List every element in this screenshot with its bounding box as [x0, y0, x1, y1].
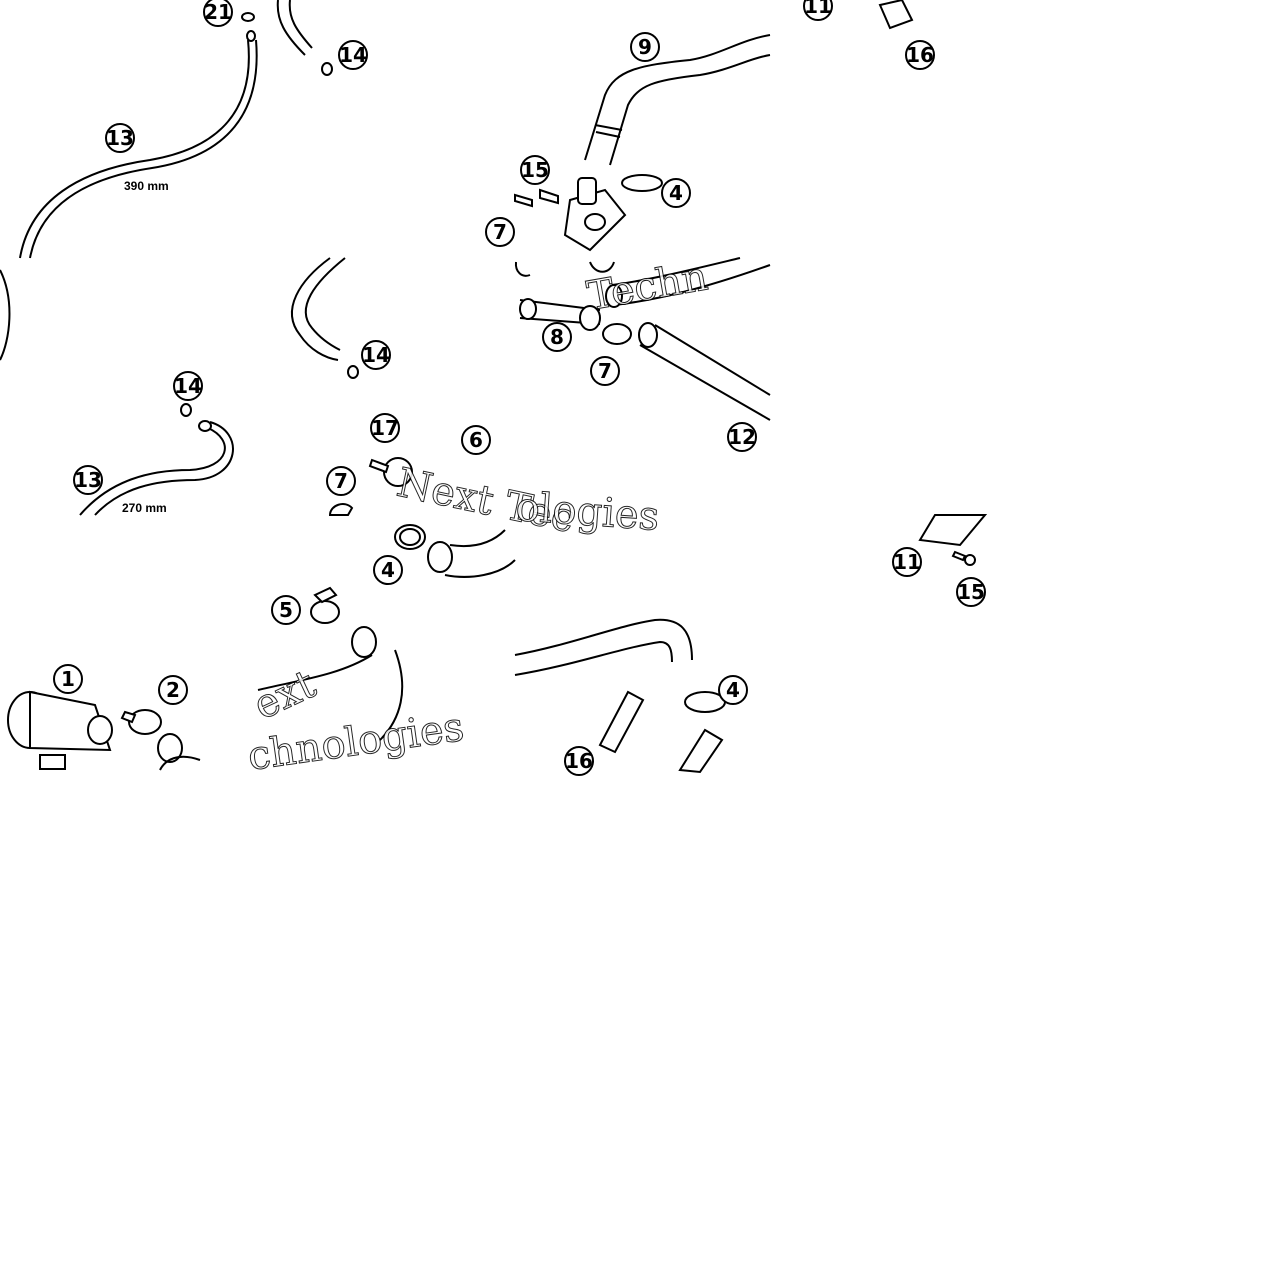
svg-text:7: 7 — [334, 469, 348, 493]
callout-17: 17 — [370, 413, 400, 443]
callout-14: 14 — [338, 40, 368, 70]
hose-5 — [257, 626, 404, 741]
hose-right-lower — [514, 618, 693, 676]
svg-text:11: 11 — [804, 0, 832, 18]
clip-21 — [241, 12, 256, 42]
svg-text:17: 17 — [371, 416, 399, 440]
svg-text:9: 9 — [638, 35, 652, 59]
watermark-text-2: ologies — [514, 484, 660, 540]
callout-1: 1 — [53, 664, 83, 694]
callout-11: 11 — [803, 0, 833, 21]
callout-9: 9 — [630, 32, 660, 62]
hose-13-lower — [0, 269, 234, 516]
clip-14-upper — [321, 62, 333, 76]
callout-5: 5 — [271, 595, 301, 625]
clamp-bottom-left-tile6 — [514, 261, 615, 277]
bolt-15-lower — [951, 550, 976, 566]
callout-15: 15 — [520, 155, 550, 185]
svg-text:16: 16 — [906, 43, 934, 67]
svg-text:7: 7 — [598, 359, 612, 383]
clamp-4-middle — [394, 524, 426, 550]
part-16-lower — [598, 690, 645, 754]
callout-13: 13 — [73, 465, 103, 495]
svg-text:1: 1 — [61, 667, 75, 691]
hose-14-upper — [276, 0, 313, 56]
callout-16: 16 — [564, 746, 594, 776]
pipe-lower — [678, 728, 724, 774]
clamp-17 — [368, 457, 413, 487]
part-11-lower — [918, 514, 988, 547]
callout-15: 15 — [956, 577, 986, 607]
callout-7: 7 — [590, 356, 620, 386]
svg-text:15: 15 — [521, 158, 549, 182]
dimension-390-mm: 390 mm — [124, 179, 169, 193]
svg-text:14: 14 — [174, 374, 202, 398]
bolts-15-upper — [514, 188, 559, 208]
svg-text:12: 12 — [728, 425, 756, 449]
callout-7: 7 — [326, 466, 356, 496]
svg-text:8: 8 — [550, 325, 564, 349]
svg-text:4: 4 — [381, 558, 395, 582]
callout-16: 16 — [905, 40, 935, 70]
clamp-2 — [120, 709, 162, 735]
svg-text:7: 7 — [493, 220, 507, 244]
svg-text:4: 4 — [669, 181, 683, 205]
callout-21: 21 — [203, 0, 233, 27]
clamp-7-middle — [328, 503, 354, 516]
svg-text:21: 21 — [204, 0, 232, 24]
clamp-5 — [310, 586, 340, 624]
callout-13: 13 — [105, 123, 135, 153]
hose-12 — [638, 322, 771, 421]
svg-text:5: 5 — [279, 598, 293, 622]
sleeve-4-upper — [621, 174, 663, 192]
thermostat-housing-1 — [7, 690, 113, 770]
callout-6: 6 — [461, 425, 491, 455]
hose-13-upper — [19, 39, 258, 259]
callout-11: 11 — [892, 547, 922, 577]
svg-text:6: 6 — [469, 428, 483, 452]
svg-text:4: 4 — [726, 678, 740, 702]
svg-text:11: 11 — [893, 550, 921, 574]
svg-text:13: 13 — [74, 468, 102, 492]
callout-14: 14 — [361, 340, 391, 370]
part-16-upper — [878, 0, 914, 30]
callout-8: 8 — [542, 322, 572, 352]
svg-text:14: 14 — [339, 43, 367, 67]
hose-14-middle — [290, 257, 346, 361]
svg-text:14: 14 — [362, 343, 390, 367]
callout-4: 4 — [661, 178, 691, 208]
dimension-270-mm: 270 mm — [122, 501, 167, 515]
hose-9 — [584, 34, 771, 166]
callout-14: 14 — [173, 371, 203, 401]
clamp-7-right — [602, 323, 632, 345]
hose-upper-right — [605, 257, 771, 308]
callout-4: 4 — [718, 675, 748, 705]
callout-12: 12 — [727, 422, 757, 452]
svg-text:13: 13 — [106, 126, 134, 150]
hose-3 — [157, 733, 201, 771]
hose-6 — [427, 529, 516, 578]
hose-8 — [519, 298, 601, 331]
callout-2: 2 — [158, 675, 188, 705]
callout-7: 7 — [485, 217, 515, 247]
svg-text:2: 2 — [166, 678, 180, 702]
clip-14-lower — [180, 403, 212, 432]
watermark-text-4: ext — [247, 661, 323, 729]
water-flange — [563, 177, 627, 252]
svg-text:15: 15 — [957, 580, 985, 604]
clip-14-middle — [347, 365, 359, 379]
callout-4: 4 — [373, 555, 403, 585]
svg-text:16: 16 — [565, 749, 593, 773]
